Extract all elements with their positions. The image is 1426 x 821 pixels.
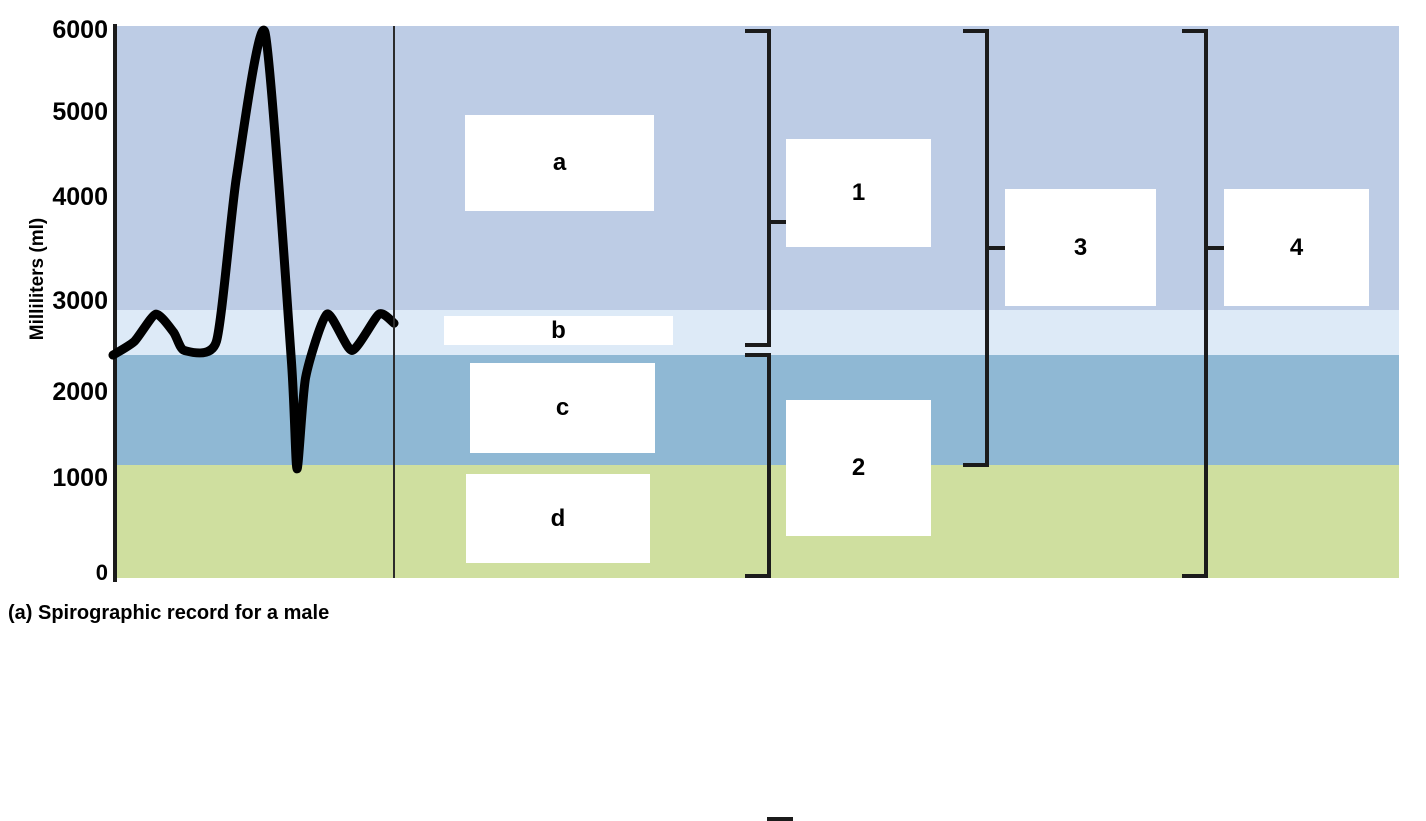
answer-box-4[interactable]: 4 [1224, 189, 1369, 306]
y-tick-label-4000: 4000 [52, 183, 108, 211]
bracket-3-arm-bottom [963, 463, 989, 467]
y-tick-label-0: 0 [95, 560, 108, 585]
plot-area [117, 26, 1399, 578]
spirogram-trace-path [108, 25, 399, 474]
bracket-3 [963, 29, 1011, 467]
bracket-4-arm-bottom [1182, 574, 1208, 578]
bracket-2-spine [767, 353, 771, 578]
trace-divider-line [393, 26, 395, 578]
bracket-2-arm-top [745, 353, 771, 357]
bracket-4-spine [1204, 29, 1208, 578]
y-tick-label-6000: 6000 [52, 16, 108, 44]
bracket-3-arm-mid [985, 246, 1011, 250]
bracket-1 [745, 29, 793, 347]
y-axis-ticks: 6000 5000 4000 3000 2000 1000 0 [0, 0, 108, 650]
bracket-4-arm-mid [1204, 246, 1230, 250]
answer-box-1[interactable]: 1 [786, 139, 931, 247]
bracket-1-arm-top [745, 29, 771, 33]
bracket-1-spine [767, 29, 771, 347]
y-axis-line [113, 24, 117, 582]
answer-box-2[interactable]: 2 [786, 400, 931, 536]
y-tick-label-5000: 5000 [52, 98, 108, 126]
figure-caption: (a) Spirographic record for a male [8, 602, 330, 624]
bracket-1-arm-bottom [745, 343, 771, 347]
answer-box-3[interactable]: 3 [1005, 189, 1156, 306]
bracket-2-arm-mid [767, 817, 793, 821]
y-tick-label-2000: 2000 [52, 378, 108, 406]
band-expiratory-reserve [117, 355, 1399, 465]
answer-box-b[interactable]: b [444, 316, 673, 345]
bracket-4-arm-top [1182, 29, 1208, 33]
answer-box-d[interactable]: d [466, 474, 650, 563]
bracket-1-arm-mid [767, 220, 793, 224]
band-residual-volume [117, 465, 1399, 578]
spirogram-trace [108, 25, 399, 474]
answer-box-a[interactable]: a [465, 115, 654, 211]
bracket-4 [1182, 29, 1230, 578]
y-tick-label-3000: 3000 [52, 287, 108, 315]
bracket-2-arm-bottom [745, 574, 771, 578]
bracket-3-arm-top [963, 29, 989, 33]
y-tick-label-1000: 1000 [52, 464, 108, 492]
answer-box-c[interactable]: c [470, 363, 655, 453]
band-inspiratory-reserve [117, 26, 1399, 310]
